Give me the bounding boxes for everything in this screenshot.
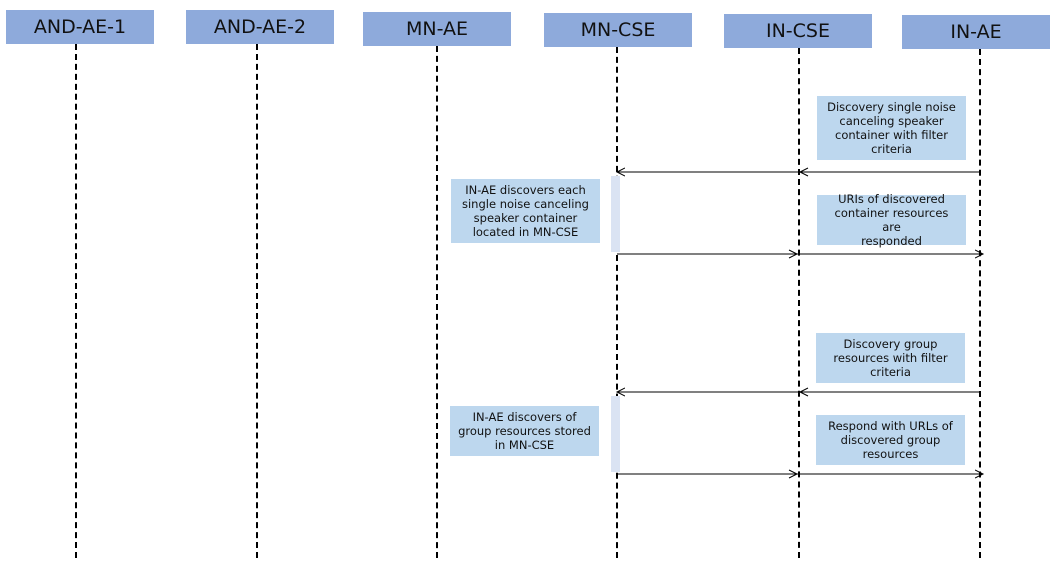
lifeline-in-ae: [979, 49, 981, 558]
note-discovery-group: Discovery group resources with filter cr…: [816, 333, 965, 383]
lifeline-in-cse: [798, 48, 800, 558]
participant-mn-cse: MN-CSE: [544, 13, 692, 47]
note-in-ae-discovers-container: IN-AE discovers each single noise cancel…: [451, 179, 600, 243]
lifeline-mn-cse: [616, 47, 618, 558]
activation-bar-1: [611, 176, 620, 252]
message-arrow-2-midhead: [788, 249, 799, 259]
message-arrow-1-midhead: [798, 167, 809, 177]
note-respond-urls: Respond with URLs of discovered group re…: [816, 415, 965, 465]
lifeline-mn-ae: [436, 46, 438, 558]
note-uris-responded: URIs of discovered container resources a…: [817, 192, 966, 248]
participant-mn-ae: MN-AE: [363, 12, 511, 46]
participant-and-ae-1: AND-AE-1: [6, 10, 154, 44]
participant-in-cse: IN-CSE: [724, 14, 872, 48]
participant-in-ae: IN-AE: [902, 15, 1050, 49]
activation-bar-2: [611, 396, 620, 472]
participant-and-ae-2: AND-AE-2: [186, 10, 334, 44]
message-arrow-3-midhead: [798, 387, 809, 397]
note-in-ae-discovers-group: IN-AE discovers of group resources store…: [450, 406, 599, 456]
lifeline-and-ae-1: [75, 44, 77, 558]
note-discovery-container: Discovery single noise canceling speaker…: [817, 96, 966, 160]
lifeline-and-ae-2: [256, 44, 258, 558]
message-arrow-4-midhead: [788, 469, 799, 479]
